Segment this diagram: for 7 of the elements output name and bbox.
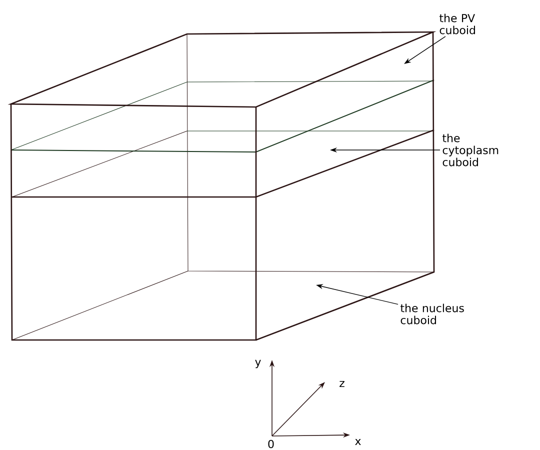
callout-text: the cytoplasm cuboid bbox=[442, 134, 498, 166]
callout-text: the nucleus cuboid bbox=[400, 304, 464, 324]
axis-label: x bbox=[355, 439, 361, 446]
callout-text: the PV cuboid bbox=[440, 14, 475, 34]
axis-label: z bbox=[340, 381, 344, 388]
axis-label: 0 bbox=[268, 440, 274, 448]
axis-label: y bbox=[255, 360, 261, 368]
